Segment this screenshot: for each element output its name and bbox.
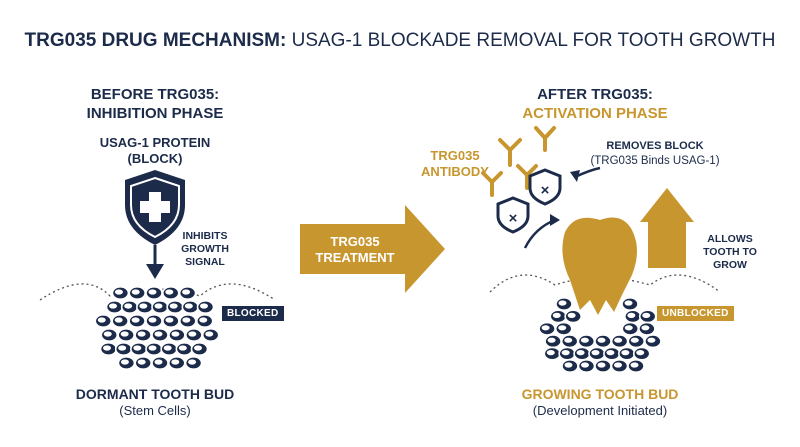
growing-bud-title: GROWING TOOTH BUD: [521, 386, 679, 402]
stem-cell-nucleus: [642, 312, 651, 318]
stem-cell-nucleus: [576, 350, 585, 356]
stem-cell-nucleus: [148, 345, 157, 351]
stem-cell-nucleus: [169, 303, 178, 309]
stem-cell-nucleus: [184, 303, 193, 309]
stem-cell-nucleus: [154, 303, 163, 309]
stem-cell-nucleus: [103, 331, 112, 337]
stem-cell-nucleus: [154, 359, 163, 365]
blocked-badge: BLOCKED: [222, 306, 284, 321]
stem-cell-nucleus: [199, 317, 208, 323]
stem-cell-nucleus: [97, 317, 106, 323]
stem-cell-nucleus: [547, 337, 556, 343]
stem-cell-nucleus: [139, 303, 148, 309]
stem-cell-nucleus: [624, 325, 633, 331]
page-title: TRG035 DRUG MECHANISM: USAG-1 BLOCKADE R…: [24, 30, 776, 51]
stem-cell-nucleus: [148, 289, 157, 295]
stem-cell-nucleus: [564, 337, 573, 343]
unblocked-badge: UNBLOCKED: [657, 306, 734, 321]
svg-text:×: ×: [541, 182, 550, 199]
stem-cell-nucleus: [558, 300, 567, 306]
stem-cell-nucleus: [561, 350, 570, 356]
removes-block-title: REMOVES BLOCK: [606, 140, 704, 152]
stem-cell-nucleus: [641, 325, 650, 331]
usag1-bound-icon: × ×: [496, 168, 562, 234]
stem-cell-nucleus: [137, 359, 146, 365]
stem-cell-nucleus: [193, 345, 202, 351]
tooth-icon: [562, 217, 637, 315]
stem-cell-nucleus: [621, 350, 630, 356]
stem-cell-nucleus: [109, 303, 118, 309]
stem-cell-nucleus: [597, 362, 606, 368]
stem-cell-nucleus: [114, 317, 123, 323]
stem-cell-nucleus: [171, 331, 180, 337]
shield-cross-icon: [125, 170, 185, 245]
stem-cell-nucleus: [636, 350, 645, 356]
stem-cell-nucleus: [564, 362, 573, 368]
stem-cell-nucleus: [103, 345, 112, 351]
stem-cell-nucleus: [580, 362, 589, 368]
stem-cell-nucleus: [205, 331, 214, 337]
stem-cell-nucleus: [182, 317, 191, 323]
stem-cell-nucleus: [580, 337, 589, 343]
svg-text:×: ×: [509, 210, 518, 227]
stem-cell-nucleus: [614, 337, 623, 343]
stem-cell-nucleus: [118, 345, 127, 351]
stem-cell-nucleus: [114, 289, 123, 295]
stem-cell-nucleus: [199, 303, 208, 309]
stem-cell-nucleus: [165, 317, 174, 323]
stem-cell-nucleus: [120, 331, 129, 337]
stem-cell-nucleus: [552, 312, 561, 318]
cell-cluster-icon: [538, 296, 662, 373]
stem-cell-nucleus: [148, 317, 157, 323]
stem-cell-nucleus: [647, 337, 656, 343]
stem-cell-nucleus: [178, 345, 187, 351]
up-arrow-icon: [640, 188, 694, 268]
stem-cell-nucleus: [188, 331, 197, 337]
stem-cell-nucleus: [131, 289, 140, 295]
stem-cell-nucleus: [124, 303, 133, 309]
dormant-bud-title: DORMANT TOOTH BUD: [75, 386, 235, 402]
stem-cell-nucleus: [171, 359, 180, 365]
stem-cell-nucleus: [567, 312, 576, 318]
stem-cell-nucleus: [546, 350, 555, 356]
stem-cell-nucleus: [120, 359, 129, 365]
stem-cell-nucleus: [165, 289, 174, 295]
stem-cell-nucleus: [137, 331, 146, 337]
before-heading: BEFORE TRG035:INHIBITION PHASE: [86, 86, 224, 122]
growing-bud-subtitle: (Development Initiated): [532, 403, 668, 418]
stem-cell-nucleus: [597, 337, 606, 343]
stem-cell-nucleus: [627, 312, 636, 318]
stem-cell-nucleus: [131, 317, 140, 323]
down-arrow-icon: [146, 245, 164, 279]
stem-cell-nucleus: [558, 325, 567, 331]
cell-cluster-icon: [94, 285, 220, 370]
antibody-icon: [481, 126, 556, 197]
stem-cell-nucleus: [541, 325, 550, 331]
stem-cell-nucleus: [154, 331, 163, 337]
right-arrow-icon: [300, 205, 445, 293]
removes-block-subtitle: (TRG035 Binds USAG-1): [590, 155, 720, 167]
stem-cell-nucleus: [614, 362, 623, 368]
stem-cell-nucleus: [591, 350, 600, 356]
after-heading: AFTER TRG035:ACTIVATION PHASE: [522, 86, 668, 122]
stem-cell-nucleus: [606, 350, 615, 356]
stem-cell-nucleus: [163, 345, 172, 351]
stem-cell-nucleus: [624, 300, 633, 306]
stem-cell-nucleus: [630, 362, 639, 368]
stem-cell-nucleus: [630, 337, 639, 343]
dormant-bud-subtitle: (Stem Cells): [119, 403, 191, 418]
usag1-protein-label: USAG-1 PROTEIN(BLOCK): [99, 135, 211, 166]
stem-cell-nucleus: [133, 345, 142, 351]
stem-cell-nucleus: [182, 289, 191, 295]
stem-cell-nucleus: [188, 359, 197, 365]
